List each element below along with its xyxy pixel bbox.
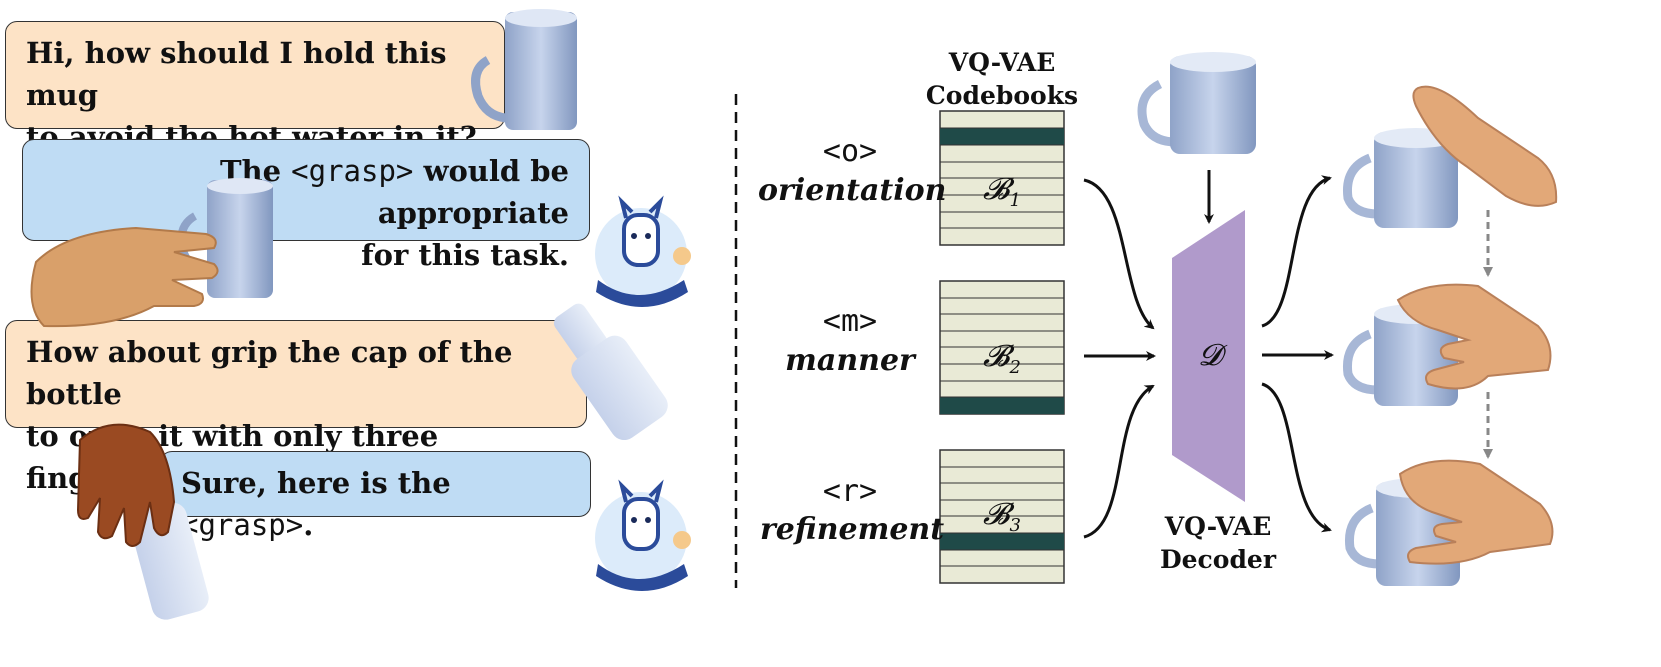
codebook-1-symbol: 𝓑1	[983, 172, 1021, 211]
message-line: How about grip the cap of the bottle	[26, 335, 513, 411]
codebook-3	[939, 449, 1065, 584]
manner-token: <m>	[822, 304, 878, 339]
orientation-token: <o>	[822, 134, 878, 169]
grasp-output-2-icon	[1342, 283, 1552, 406]
user-message-2: How about grip the cap of the bottle to …	[5, 320, 587, 495]
grasp-token: <grasp>	[181, 508, 304, 542]
codebook-3-symbol: 𝓑3	[983, 497, 1021, 536]
message-line: The <grasp> would be appropriate	[219, 154, 569, 230]
decoder-symbol: 𝓓	[1198, 338, 1222, 373]
arrow-codebook-1-to-decoder	[1083, 178, 1155, 330]
mug-icon	[471, 9, 577, 130]
message-line: for this task.	[361, 238, 569, 272]
selected-code-entry	[940, 533, 1064, 550]
grasp-token: <grasp>	[291, 154, 414, 188]
selected-code-entry	[940, 128, 1064, 145]
hand-holding-mug-icon	[30, 178, 273, 328]
selected-code-entry	[940, 397, 1064, 414]
message-line: Hi, how should I hold this mug	[26, 36, 447, 112]
refinement-label: refinement	[760, 512, 945, 547]
assistant-avatar-icon	[595, 479, 691, 591]
manner-label: manner	[785, 343, 915, 378]
codebook-2	[939, 280, 1065, 415]
arrow-codebook-3-to-decoder	[1083, 384, 1155, 539]
assistant-message-2: Sure, here is the <grasp>.	[160, 451, 591, 542]
assistant-avatar-icon	[595, 195, 691, 307]
input-mug-icon	[1137, 52, 1256, 154]
orientation-label: orientation	[758, 173, 947, 208]
bottle-icon	[553, 303, 668, 441]
arrow-decoder-to-output-1	[1261, 175, 1332, 328]
arrow-decoder-to-output-3	[1261, 382, 1332, 533]
grasp-output-3-icon	[1344, 459, 1554, 586]
hand-gripping-bottle-icon	[76, 423, 209, 620]
decoder-block	[1172, 210, 1245, 502]
codebook-2-symbol: 𝓑2	[983, 339, 1021, 378]
assistant-message-1: The <grasp> would be appropriate for thi…	[22, 139, 590, 272]
grasp-output-1-icon	[1342, 85, 1558, 228]
decoder-title: VQ-VAE Decoder	[1159, 512, 1277, 574]
codebook-1	[939, 110, 1065, 246]
message-line: Sure, here is the <grasp>.	[181, 466, 451, 542]
refinement-token: <r>	[822, 474, 878, 509]
codebooks-title: VQ-VAE Codebooks	[925, 48, 1079, 110]
